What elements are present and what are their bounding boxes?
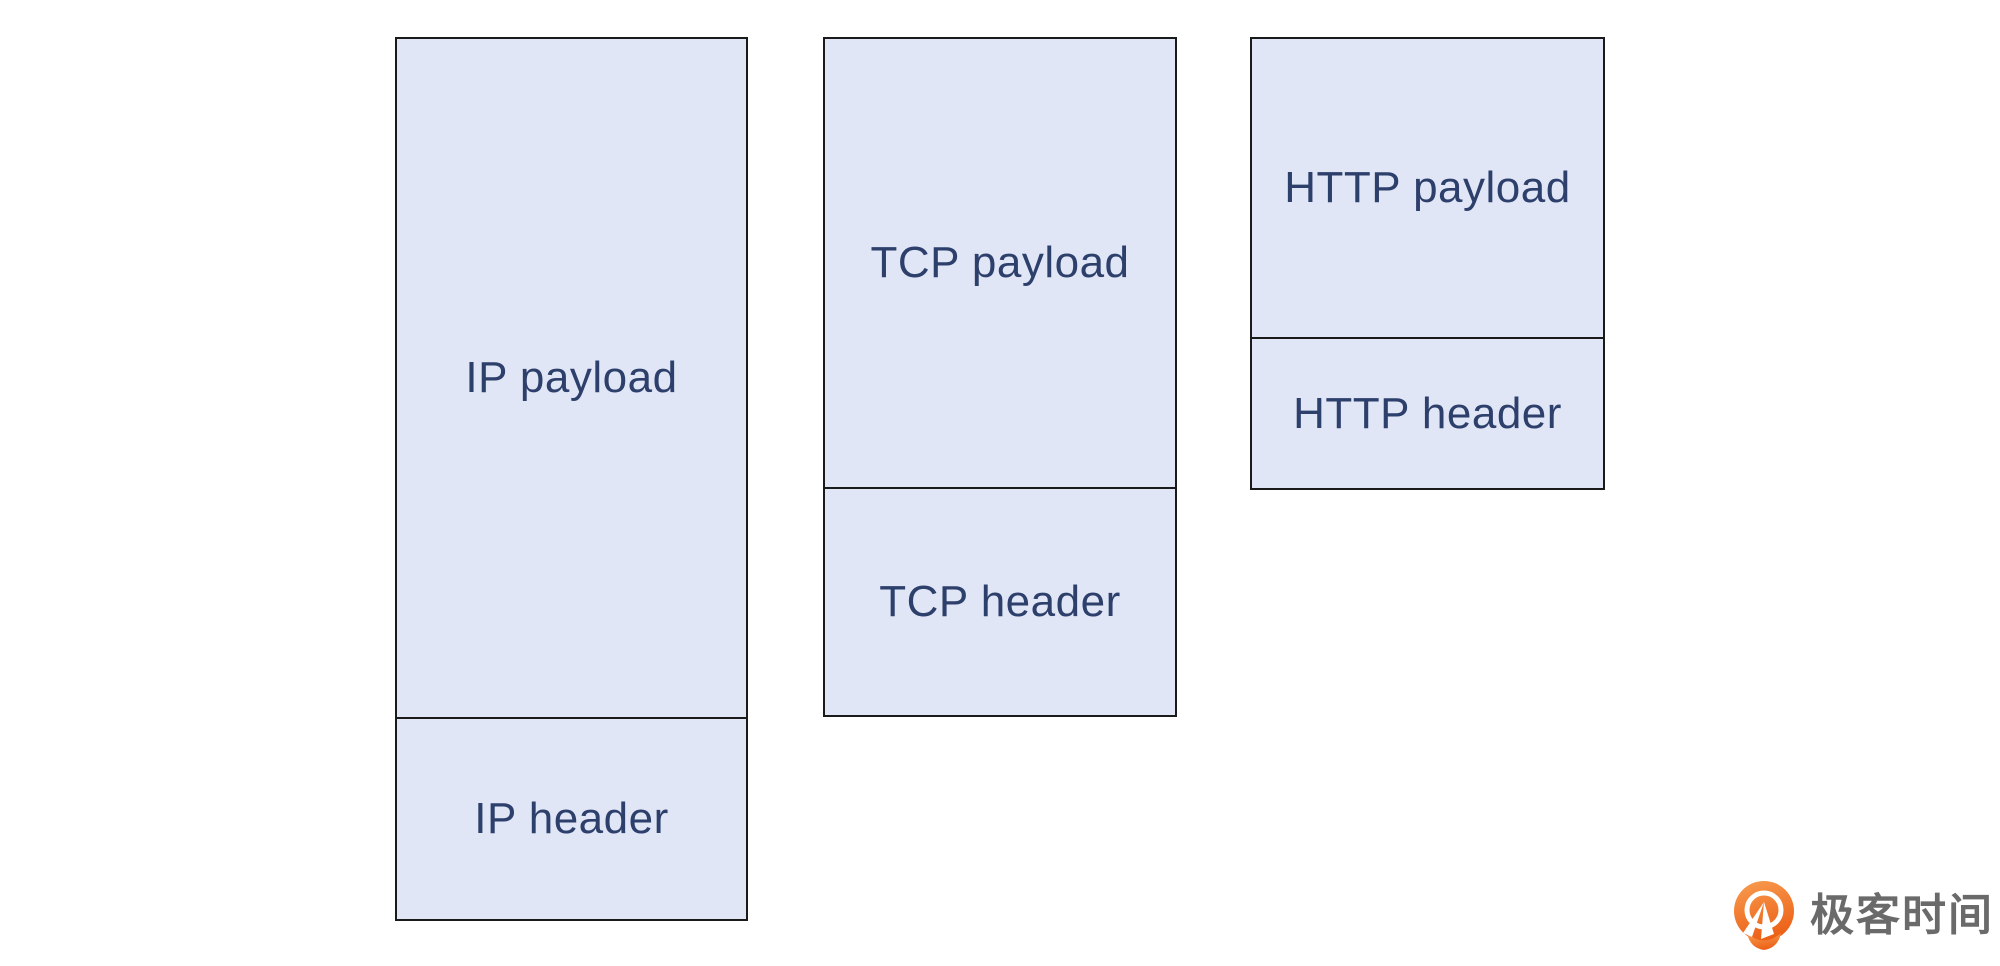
http-payload-box: HTTP payload (1250, 37, 1605, 339)
ip-payload-label: IP payload (465, 353, 678, 402)
ip-packet-column: IP payload IP header (395, 37, 748, 921)
tcp-payload-box: TCP payload (823, 37, 1177, 489)
http-header-label: HTTP header (1293, 388, 1562, 438)
tcp-payload-label: TCP payload (870, 238, 1130, 287)
http-message-column: HTTP payload HTTP header (1250, 37, 1605, 490)
http-payload-label: HTTP payload (1284, 163, 1571, 212)
geektime-logo: 极客时间 (1730, 881, 1994, 951)
ip-payload-box: IP payload (395, 37, 748, 719)
ip-header-label: IP header (474, 794, 669, 843)
tcp-header-box: TCP header (823, 487, 1177, 717)
tcp-header-label: TCP header (879, 577, 1121, 626)
tcp-segment-column: TCP payload TCP header (823, 37, 1177, 717)
http-header-box: HTTP header (1250, 337, 1605, 490)
geektime-logo-text: 极客时间 (1810, 891, 1994, 940)
ip-header-box: IP header (395, 717, 748, 921)
geektime-clock-pin-icon (1734, 881, 1794, 950)
